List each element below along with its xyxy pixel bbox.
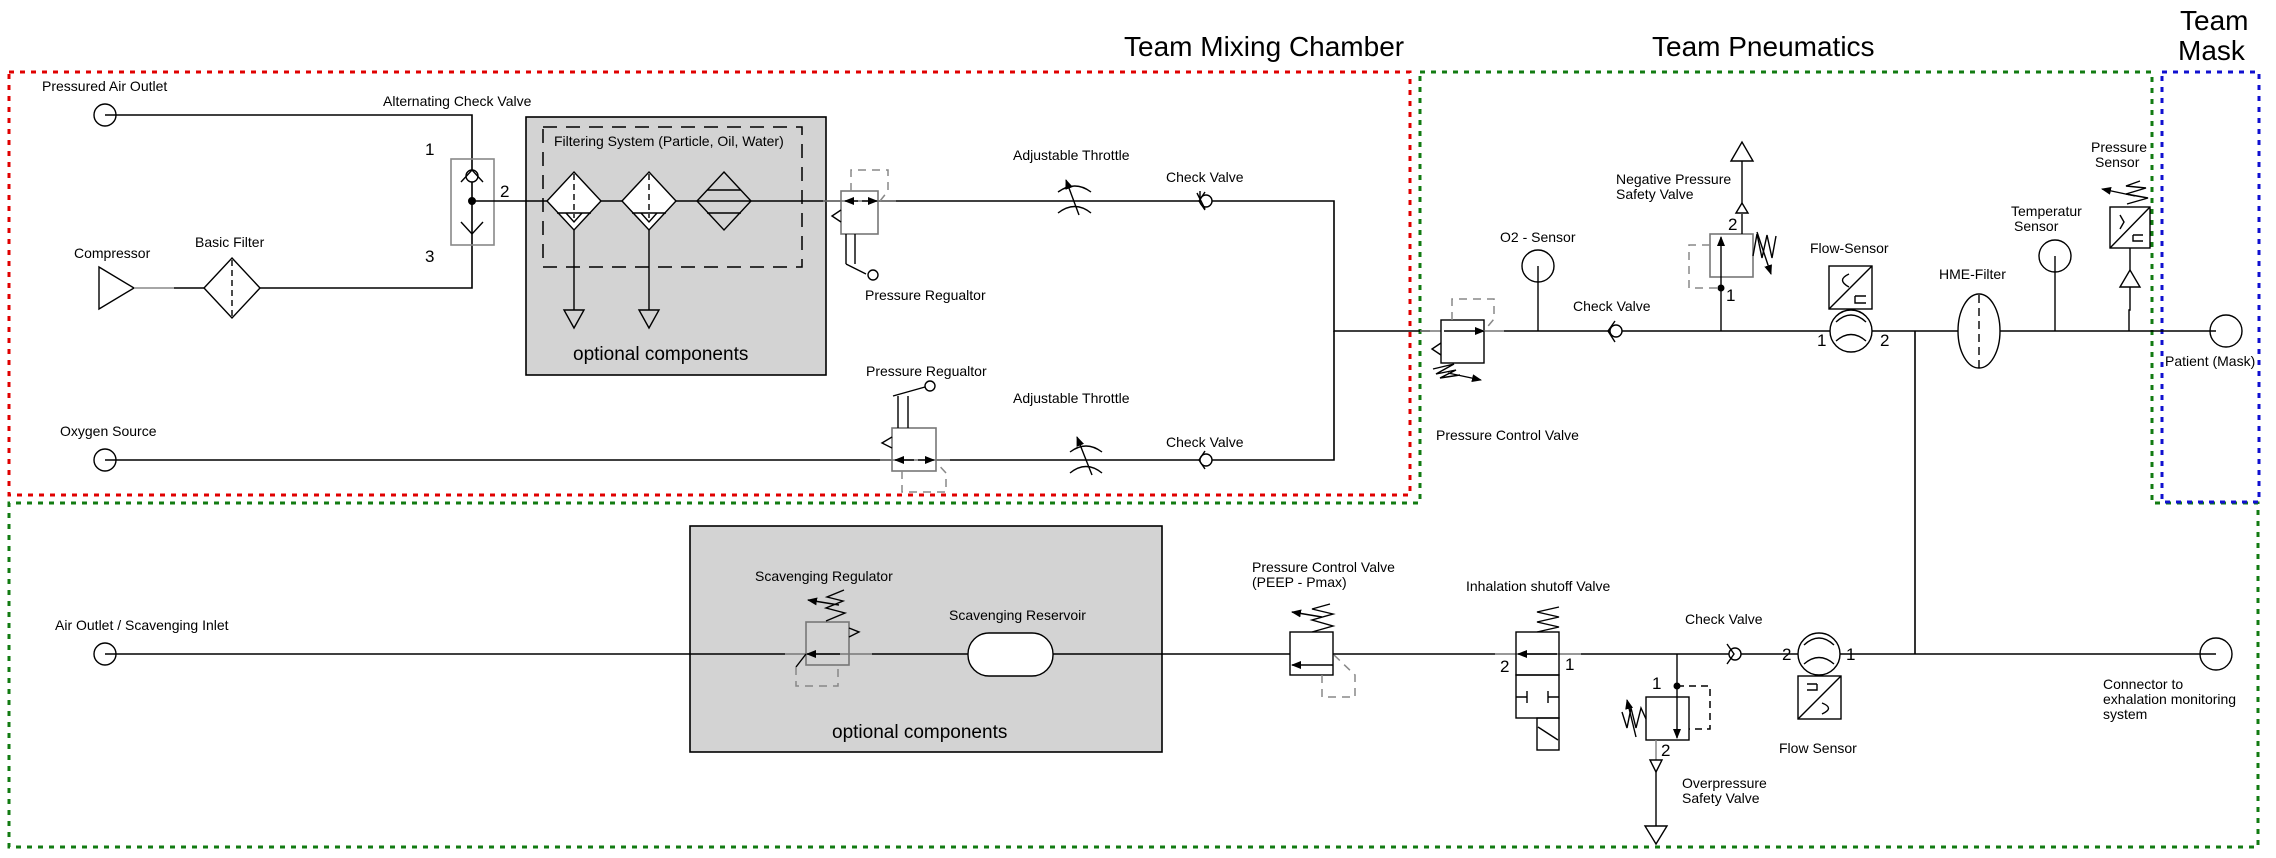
- adjustable-throttle-top: [1057, 179, 1092, 216]
- basic-filter-label: Basic Filter: [195, 234, 265, 250]
- check-valve-top: [1196, 191, 1213, 211]
- water-separator-filter-2: [621, 170, 677, 330]
- filtering-system-group: [542, 126, 803, 268]
- pressure-control-valve-peep: [1289, 603, 1356, 698]
- pressure-sensor-label-2: Sensor: [2095, 154, 2140, 170]
- flow-sensor-bottom: [1797, 632, 1842, 720]
- zone-title-pneumatics: Team Pneumatics: [1652, 31, 1875, 62]
- air-supply-line: [105, 114, 473, 289]
- pcv-peep-label-1: Pressure Control Valve: [1252, 559, 1395, 575]
- zone-title-mask-1: Team: [2180, 5, 2248, 36]
- flow-bottom-port-2: 2: [1782, 645, 1791, 664]
- pressured-air-outlet-label: Pressured Air Outlet: [42, 78, 167, 94]
- acv-port-2: 2: [500, 182, 509, 201]
- np-port-1: 1: [1726, 286, 1735, 305]
- oxygen-source-label: Oxygen Source: [60, 423, 157, 439]
- scavenging-reservoir-label: Scavenging Reservoir: [949, 607, 1086, 623]
- connector-label-3: system: [2103, 706, 2147, 722]
- optional-components-box-bottom: [689, 525, 1163, 753]
- pressure-regulator-top: [823, 169, 896, 281]
- temperature-label-2: Sensor: [2014, 218, 2059, 234]
- check-valve-pneumatics: [1607, 320, 1623, 343]
- zone-mixing-chamber: [7, 70, 1412, 497]
- flow-bottom-port-1: 1: [1846, 645, 1855, 664]
- adjustable-throttle-top-label: Adjustable Throttle: [1013, 147, 1130, 163]
- flow-sensor-bottom-label: Flow Sensor: [1779, 740, 1857, 756]
- basic-filter-icon: [203, 256, 261, 320]
- negative-pressure-safety-valve: [1688, 140, 1777, 331]
- shutoff-port-1: 1: [1565, 655, 1574, 674]
- scavenging-regulator-label: Scavenging Regulator: [755, 568, 893, 584]
- check-valve-bottom: [1198, 450, 1213, 470]
- compressor-icon: [98, 265, 204, 311]
- o2-sensor-label: O2 - Sensor: [1500, 229, 1576, 245]
- alternating-check-valve-label: Alternating Check Valve: [383, 93, 532, 109]
- filtering-system-label: Filtering System (Particle, Oil, Water): [554, 133, 784, 149]
- pressure-sensor-icon: [2101, 180, 2151, 331]
- air-outlet-label: Air Outlet / Scavenging Inlet: [55, 617, 229, 633]
- patient-mask-label: Patient (Mask): [2165, 353, 2255, 369]
- flow-port-2: 2: [1880, 331, 1889, 350]
- oxygen-line: [105, 331, 1335, 461]
- check-valve-exhalation-label: Check Valve: [1685, 611, 1763, 627]
- o2-sensor-icon: [1521, 249, 1555, 331]
- overpressure-label-2: Safety Valve: [1682, 790, 1760, 806]
- hme-filter-icon: [1957, 293, 2001, 369]
- inhalation-shutoff-label: Inhalation shutoff Valve: [1466, 578, 1610, 594]
- op-port-1: 1: [1652, 674, 1661, 693]
- pressure-control-valve: [1420, 298, 1504, 383]
- adjustable-throttle-bottom: [1069, 436, 1103, 476]
- np-port-2: 2: [1728, 215, 1737, 234]
- temperature-label-1: Temperatur: [2011, 203, 2082, 219]
- connector-label-1: Connector to: [2103, 676, 2183, 692]
- oil-filter: [696, 170, 752, 232]
- inhalation-shutoff-valve: [1495, 606, 1581, 751]
- negative-pressure-label-1: Negative Pressure: [1616, 171, 1731, 187]
- acv-port-3: 3: [425, 247, 434, 266]
- patient-mask-connector: [2209, 314, 2243, 348]
- temperature-sensor-icon: [2038, 239, 2072, 331]
- scavenging-reservoir-icon: [967, 632, 1054, 677]
- zone-title-mask-2: Mask: [2178, 35, 2246, 66]
- op-port-2: 2: [1661, 741, 1670, 760]
- flow-port-1: 1: [1817, 331, 1826, 350]
- optional-components-label-bottom: optional components: [832, 722, 1007, 743]
- pressure-regulator-top-label: Pressure Regualtor: [865, 287, 986, 303]
- pcv-peep-label-2: (PEEP - Pmax): [1252, 574, 1347, 590]
- adjustable-throttle-bottom-label: Adjustable Throttle: [1013, 390, 1130, 406]
- compressor-label: Compressor: [74, 245, 151, 261]
- overpressure-safety-valve: [1621, 654, 1711, 846]
- pressure-sensor-label-1: Pressure: [2091, 139, 2147, 155]
- alternating-check-valve: [450, 158, 495, 246]
- pressure-control-valve-label: Pressure Control Valve: [1436, 427, 1579, 443]
- mixed-air-line-top: [472, 200, 1430, 332]
- flow-sensor-top: [1828, 265, 1873, 353]
- hme-filter-label: HME-Filter: [1939, 266, 2006, 282]
- exhalation-monitoring-connector: [2199, 637, 2233, 671]
- check-valve-bottom-label: Check Valve: [1166, 434, 1244, 450]
- check-valve-exhalation: [1726, 643, 1742, 665]
- pressure-regulator-bottom-label: Pressure Regualtor: [866, 363, 987, 379]
- acv-port-1: 1: [425, 140, 434, 159]
- flow-sensor-label: Flow-Sensor: [1810, 240, 1889, 256]
- optional-components-label-top: optional components: [573, 344, 748, 365]
- overpressure-label-1: Overpressure: [1682, 775, 1767, 791]
- pressure-regulator-bottom: [880, 380, 950, 493]
- optional-components-box-top: [525, 116, 827, 376]
- check-valve-top-label: Check Valve: [1166, 169, 1244, 185]
- scavenging-regulator: [785, 589, 872, 687]
- negative-pressure-label-2: Safety Valve: [1616, 186, 1694, 202]
- water-separator-filter-1: [546, 170, 602, 330]
- check-valve-pneumatics-label: Check Valve: [1573, 298, 1651, 314]
- connector-label-2: exhalation monitoring: [2103, 691, 2236, 707]
- shutoff-port-2: 2: [1500, 657, 1509, 676]
- zone-title-mixing-chamber: Team Mixing Chamber: [1124, 31, 1404, 62]
- zone-mask: [2160, 70, 2261, 504]
